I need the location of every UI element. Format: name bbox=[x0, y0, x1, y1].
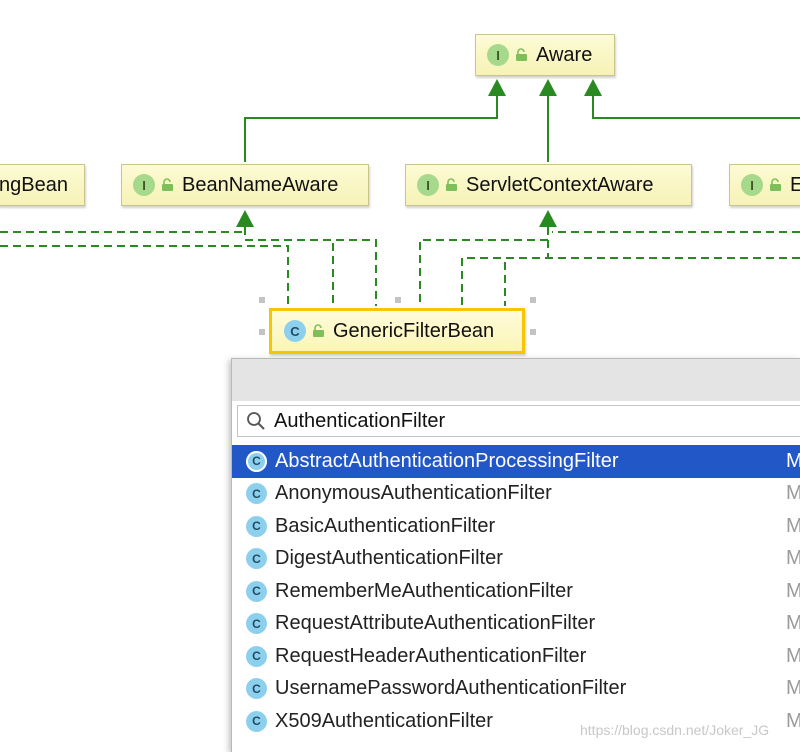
result-location: M bbox=[786, 579, 800, 602]
result-label: AbstractAuthenticationProcessingFilter bbox=[275, 449, 619, 472]
selection-handle[interactable] bbox=[530, 329, 536, 335]
result-item[interactable]: C RequestAttributeAuthenticationFilter M bbox=[232, 608, 800, 641]
arrowhead bbox=[584, 79, 602, 96]
result-item[interactable]: C AbstractAuthenticationProcessingFilter… bbox=[232, 445, 800, 478]
result-location: M bbox=[786, 482, 800, 505]
node-genericfilterbean[interactable]: C GenericFilterBean bbox=[269, 308, 525, 354]
implements-edges bbox=[0, 227, 800, 306]
result-label: RequestHeaderAuthenticationFilter bbox=[275, 644, 587, 667]
result-item[interactable]: C RememberMeAuthenticationFilter M bbox=[232, 575, 800, 608]
class-icon: C bbox=[246, 678, 267, 700]
result-label: BasicAuthenticationFilter bbox=[275, 514, 496, 537]
node-left-cut[interactable]: ngBean bbox=[0, 164, 85, 206]
result-label: DigestAuthenticationFilter bbox=[275, 547, 503, 570]
dashed-edge bbox=[504, 257, 800, 306]
search-input[interactable] bbox=[274, 409, 754, 433]
popup-header[interactable] bbox=[232, 359, 800, 401]
interface-icon: I bbox=[133, 174, 155, 196]
edge-beannameaware-aware bbox=[244, 94, 498, 162]
interface-icon: I bbox=[417, 174, 439, 196]
class-icon: C bbox=[246, 613, 267, 635]
lock-open-icon bbox=[446, 178, 457, 191]
result-item[interactable]: C DigestAuthenticationFilter M bbox=[232, 543, 800, 576]
watermark: https://blog.csdn.net/Joker_JG bbox=[580, 722, 770, 738]
arrowhead bbox=[539, 210, 557, 227]
result-location: M bbox=[786, 677, 800, 700]
dashed-edge bbox=[245, 239, 377, 306]
dashed-edge bbox=[0, 245, 289, 306]
search-icon bbox=[247, 412, 265, 430]
class-icon: C bbox=[246, 548, 267, 570]
arrow-heads bbox=[236, 79, 602, 227]
dashed-edge bbox=[244, 227, 334, 306]
result-label: RequestAttributeAuthenticationFilter bbox=[275, 612, 596, 635]
edge-right-aware bbox=[592, 94, 800, 119]
class-icon: C bbox=[246, 580, 267, 602]
node-aware[interactable]: I Aware bbox=[475, 34, 615, 76]
result-label: X509AuthenticationFilter bbox=[275, 709, 493, 732]
dashed-edge bbox=[419, 227, 549, 306]
result-location: M bbox=[786, 709, 800, 732]
result-item[interactable]: C X509AuthenticationFilter M bbox=[232, 705, 800, 738]
arrowhead bbox=[236, 210, 254, 227]
node-label: ngBean bbox=[0, 173, 68, 196]
class-icon: C bbox=[246, 483, 267, 505]
result-location: M bbox=[786, 514, 800, 537]
search-field[interactable] bbox=[237, 405, 800, 437]
result-label: AnonymousAuthenticationFilter bbox=[275, 482, 552, 505]
node-servletcontextaware[interactable]: I ServletContextAware bbox=[405, 164, 692, 206]
result-item[interactable]: C RequestHeaderAuthenticationFilter M bbox=[232, 640, 800, 673]
interface-icon: I bbox=[741, 174, 763, 196]
lock-open-icon bbox=[770, 178, 781, 191]
result-location: M bbox=[786, 612, 800, 635]
class-icon: C bbox=[246, 450, 267, 472]
node-label: E bbox=[790, 174, 800, 197]
find-class-popup[interactable]: C AbstractAuthenticationProcessingFilter… bbox=[231, 358, 800, 752]
arrowhead bbox=[488, 79, 506, 96]
result-item[interactable]: C BasicAuthenticationFilter M bbox=[232, 510, 800, 543]
lock-open-icon bbox=[313, 324, 324, 337]
node-label: Aware bbox=[536, 43, 593, 66]
result-location: M bbox=[786, 644, 800, 667]
lock-open-icon bbox=[162, 178, 173, 191]
selection-handle[interactable] bbox=[259, 329, 265, 335]
node-right-cut[interactable]: I E bbox=[729, 164, 800, 206]
result-item[interactable]: C AnonymousAuthenticationFilter M bbox=[232, 478, 800, 511]
interface-icon: I bbox=[487, 44, 509, 66]
node-label: ServletContextAware bbox=[466, 173, 654, 196]
selection-handle[interactable] bbox=[259, 297, 265, 303]
class-icon: C bbox=[246, 515, 267, 537]
selection-handle[interactable] bbox=[530, 297, 536, 303]
class-icon: C bbox=[246, 645, 267, 667]
result-location: M bbox=[786, 547, 800, 570]
node-label: BeanNameAware bbox=[182, 173, 339, 196]
node-label: GenericFilterBean bbox=[333, 319, 495, 342]
extends-edges bbox=[244, 94, 800, 162]
result-location: M bbox=[786, 449, 800, 472]
class-icon: C bbox=[246, 710, 267, 732]
arrowhead bbox=[539, 79, 557, 96]
node-beannameaware[interactable]: I BeanNameAware bbox=[121, 164, 369, 206]
lock-open-icon bbox=[516, 48, 527, 61]
result-label: UsernamePasswordAuthenticationFilter bbox=[275, 677, 627, 700]
selection-handle[interactable] bbox=[395, 297, 401, 303]
result-item[interactable]: C UsernamePasswordAuthenticationFilter M bbox=[232, 673, 800, 706]
result-label: RememberMeAuthenticationFilter bbox=[275, 579, 573, 602]
class-icon: C bbox=[284, 320, 306, 342]
results-list[interactable]: C AbstractAuthenticationProcessingFilter… bbox=[232, 445, 800, 738]
